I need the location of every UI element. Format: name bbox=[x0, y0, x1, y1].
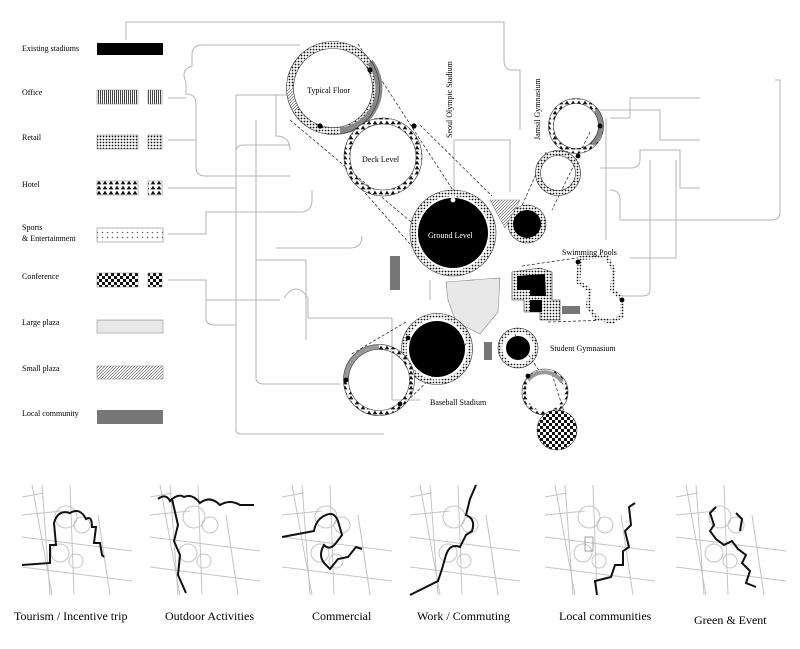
legend-swatch-hotel-small bbox=[147, 180, 163, 196]
legend-swatch-small-plaza bbox=[96, 365, 164, 380]
route-maps bbox=[21, 484, 787, 596]
route-map-work bbox=[409, 484, 521, 596]
route-labels: Tourism / Incentive trip Outdoor Activit… bbox=[14, 609, 767, 627]
legend-swatch-hotel bbox=[96, 180, 139, 196]
legend-swatch-sports bbox=[96, 227, 164, 243]
legend-local-community: Local community bbox=[22, 409, 163, 424]
legend-hotel: Hotel bbox=[22, 180, 163, 196]
legend-swatch-office-small bbox=[147, 89, 163, 105]
legend-label: Office bbox=[22, 88, 43, 97]
legend-small-plaza: Small plaza bbox=[22, 364, 164, 380]
student-gymnasium bbox=[497, 327, 578, 451]
route-map-outdoor bbox=[149, 484, 261, 596]
typical-floor-ring bbox=[286, 41, 383, 135]
legend-office: Office bbox=[22, 88, 163, 105]
label-swimming-pools: Swimming Pools bbox=[562, 248, 617, 257]
legend-conference: Conference bbox=[22, 272, 163, 288]
legend-label: Small plaza bbox=[22, 364, 60, 373]
legend-label: Conference bbox=[22, 272, 59, 281]
legend-label-line2: & Entertainment bbox=[22, 234, 76, 243]
legend-swatch-conference bbox=[96, 272, 139, 288]
label-seoul-olympic-stadium: Seoul Olympic Stadium bbox=[445, 60, 454, 138]
legend-label: Local community bbox=[22, 409, 79, 418]
label-typical-floor: Typical Floor bbox=[307, 86, 351, 95]
legend-swatch-large-plaza bbox=[96, 319, 164, 334]
label-student-gymnasium: Student Gymnasium bbox=[550, 344, 616, 353]
route-map-local bbox=[544, 484, 656, 596]
legend-label: Existing stadiums bbox=[22, 44, 79, 53]
legend-existing-stadiums: Existing stadiums bbox=[22, 43, 163, 55]
route-label-work: Work / Commuting bbox=[417, 609, 510, 623]
legend-retail: Retail bbox=[22, 133, 163, 150]
legend-swatch-conference-small bbox=[147, 272, 163, 288]
route-map-green bbox=[675, 484, 787, 596]
legend-label: Large plaza bbox=[22, 318, 60, 327]
label-jamsil-gymnasium: Jamsil Gymnasium bbox=[533, 78, 542, 140]
olympic-stadium bbox=[409, 189, 497, 277]
site-labels: Typical Floor Deck Level Ground Level Se… bbox=[307, 60, 617, 407]
large-plaza bbox=[445, 277, 501, 335]
local-community-block bbox=[484, 342, 492, 360]
legend-swatch-retail-small bbox=[147, 134, 163, 150]
connector-lines bbox=[125, 21, 781, 435]
legend-label: Sports bbox=[22, 223, 42, 232]
baseball-stadium bbox=[343, 313, 473, 416]
route-label-outdoor: Outdoor Activities bbox=[165, 609, 254, 623]
label-deck-level: Deck Level bbox=[362, 155, 400, 164]
route-map-commercial bbox=[281, 484, 393, 596]
route-map-tourism bbox=[21, 484, 133, 596]
label-ground-level: Ground Level bbox=[428, 231, 473, 240]
legend-swatch-office bbox=[96, 89, 139, 105]
legend-large-plaza: Large plaza bbox=[22, 318, 164, 334]
legend-label: Hotel bbox=[22, 180, 41, 189]
legend-swatch-local-community bbox=[97, 410, 163, 424]
jamsil-gymnasium bbox=[489, 98, 604, 244]
deck-level-ring bbox=[343, 117, 423, 197]
site-plan bbox=[286, 41, 625, 451]
legend: Existing stadiums Office Retail Hotel Sp… bbox=[22, 43, 164, 424]
route-label-commercial: Commercial bbox=[312, 609, 372, 623]
label-baseball-stadium: Baseball Stadium bbox=[430, 398, 487, 407]
route-label-local: Local communities bbox=[559, 609, 652, 623]
legend-label: Retail bbox=[22, 133, 42, 142]
swimming-pools bbox=[511, 253, 625, 325]
legend-sports-entertainment: Sports & Entertainment bbox=[22, 223, 164, 243]
route-label-tourism: Tourism / Incentive trip bbox=[14, 609, 127, 623]
legend-swatch-retail bbox=[96, 134, 139, 150]
local-community-block bbox=[390, 256, 400, 290]
route-label-green: Green & Event bbox=[694, 613, 767, 627]
legend-swatch-solid-black bbox=[97, 43, 163, 55]
